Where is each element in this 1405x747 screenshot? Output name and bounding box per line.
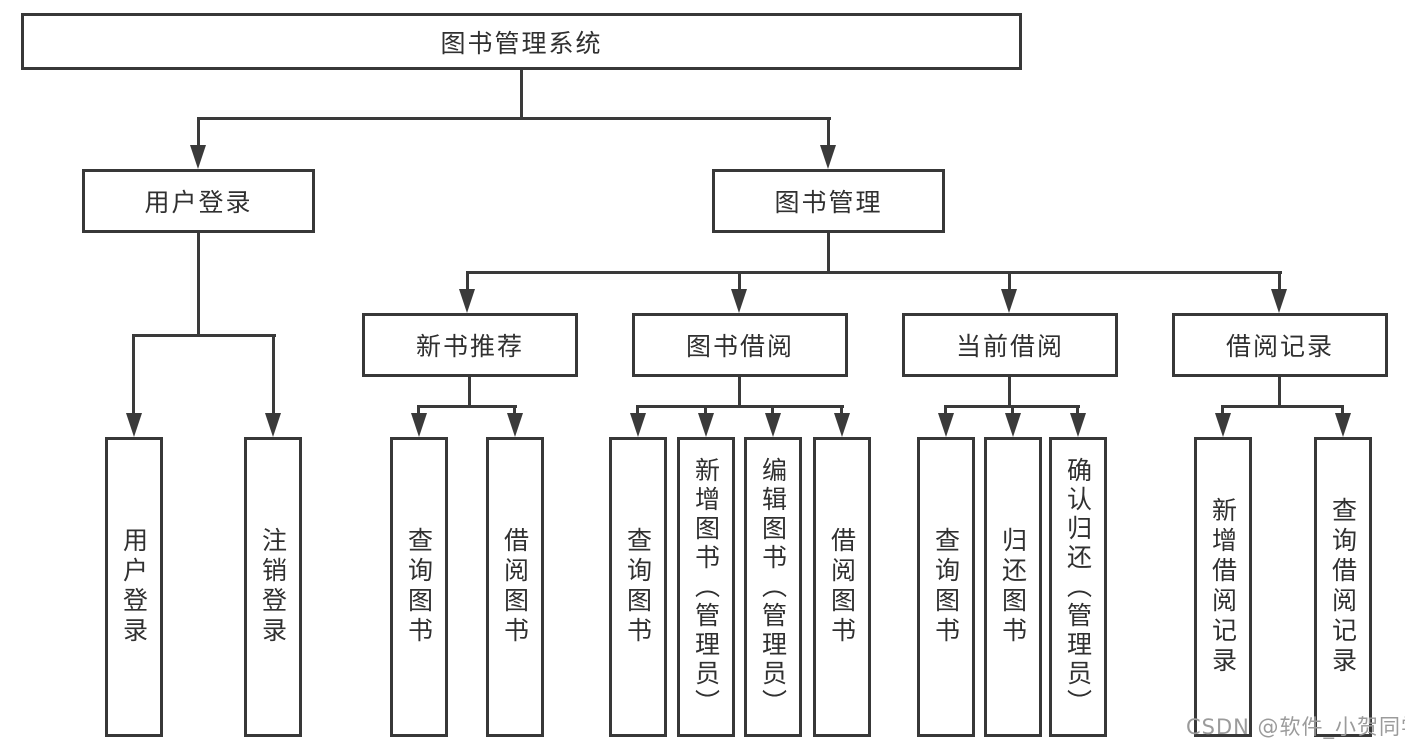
connector-line xyxy=(1278,377,1281,407)
arrow-down-icon xyxy=(1271,289,1287,313)
node-book-mgmt: 图书管理 xyxy=(712,169,945,233)
connector-line xyxy=(197,117,831,120)
arrow-down-icon xyxy=(1335,413,1351,437)
arrow-down-icon xyxy=(938,413,954,437)
leaf-return-books: 归还图书 xyxy=(984,437,1042,737)
leaf-edit-books-admin: 编辑图书（管理员） xyxy=(744,437,802,737)
leaf-query-books-3: 查询图书 xyxy=(917,437,975,737)
leaf-confirm-return-admin: 确认归还（管理员） xyxy=(1049,437,1107,737)
connector-line xyxy=(840,405,843,415)
connector-line xyxy=(132,334,135,415)
leaf-logout: 注销登录 xyxy=(244,437,302,737)
connector-line xyxy=(417,405,420,415)
arrow-down-icon xyxy=(630,413,646,437)
leaf-add-books-admin: 新增图书（管理员） xyxy=(677,437,735,737)
connector-line xyxy=(466,271,1282,274)
arrow-down-icon xyxy=(1001,289,1017,313)
arrow-down-icon xyxy=(765,413,781,437)
node-new-books: 新书推荐 xyxy=(362,313,578,377)
connector-line xyxy=(636,405,639,415)
arrow-down-icon xyxy=(1005,413,1021,437)
arrow-down-icon xyxy=(1070,413,1086,437)
connector-line xyxy=(1278,271,1281,291)
node-borrow-records: 借阅记录 xyxy=(1172,313,1388,377)
arrow-down-icon xyxy=(411,413,427,437)
connector-line xyxy=(1076,405,1079,415)
connector-line xyxy=(197,233,200,336)
connector-line xyxy=(1008,377,1011,407)
arrow-down-icon xyxy=(459,289,475,313)
connector-line xyxy=(417,405,517,408)
arrow-down-icon xyxy=(126,413,142,437)
node-current-borrow: 当前借阅 xyxy=(902,313,1118,377)
connector-line xyxy=(197,117,200,148)
connector-line xyxy=(738,271,741,291)
connector-line xyxy=(468,377,471,407)
connector-line xyxy=(827,117,830,148)
leaf-query-books-1: 查询图书 xyxy=(390,437,448,737)
leaf-user-login: 用户登录 xyxy=(105,437,163,737)
node-book-borrow: 图书借阅 xyxy=(632,313,848,377)
connector-line xyxy=(1221,405,1224,415)
arrow-down-icon xyxy=(265,413,281,437)
connector-line xyxy=(944,405,947,415)
connector-line xyxy=(636,405,844,408)
node-root: 图书管理系统 xyxy=(21,13,1022,70)
arrow-down-icon xyxy=(698,413,714,437)
connector-line xyxy=(771,405,774,415)
leaf-borrow-books-1: 借阅图书 xyxy=(486,437,544,737)
connector-line xyxy=(1011,405,1014,415)
node-user-login: 用户登录 xyxy=(82,169,315,233)
csdn-watermark: CSDN @软件_小贺同学 xyxy=(1186,715,1405,739)
arrow-down-icon xyxy=(834,413,850,437)
connector-line xyxy=(1008,271,1011,291)
connector-line xyxy=(132,334,276,337)
arrow-down-icon xyxy=(190,145,206,169)
connector-line xyxy=(466,271,469,291)
connector-line xyxy=(513,405,516,415)
arrow-down-icon xyxy=(1215,413,1231,437)
leaf-query-borrow-record: 查询借阅记录 xyxy=(1314,437,1372,737)
connector-line xyxy=(520,70,523,118)
arrow-down-icon xyxy=(507,413,523,437)
leaf-borrow-books-2: 借阅图书 xyxy=(813,437,871,737)
connector-line xyxy=(272,334,275,415)
connector-line xyxy=(1341,405,1344,415)
connector-line xyxy=(738,377,741,407)
arrow-down-icon xyxy=(731,289,747,313)
connector-line xyxy=(704,405,707,415)
leaf-query-books-2: 查询图书 xyxy=(609,437,667,737)
arrow-down-icon xyxy=(820,145,836,169)
connector-line xyxy=(1221,405,1344,408)
connector-line xyxy=(827,233,830,273)
leaf-add-borrow-record: 新增借阅记录 xyxy=(1194,437,1252,737)
